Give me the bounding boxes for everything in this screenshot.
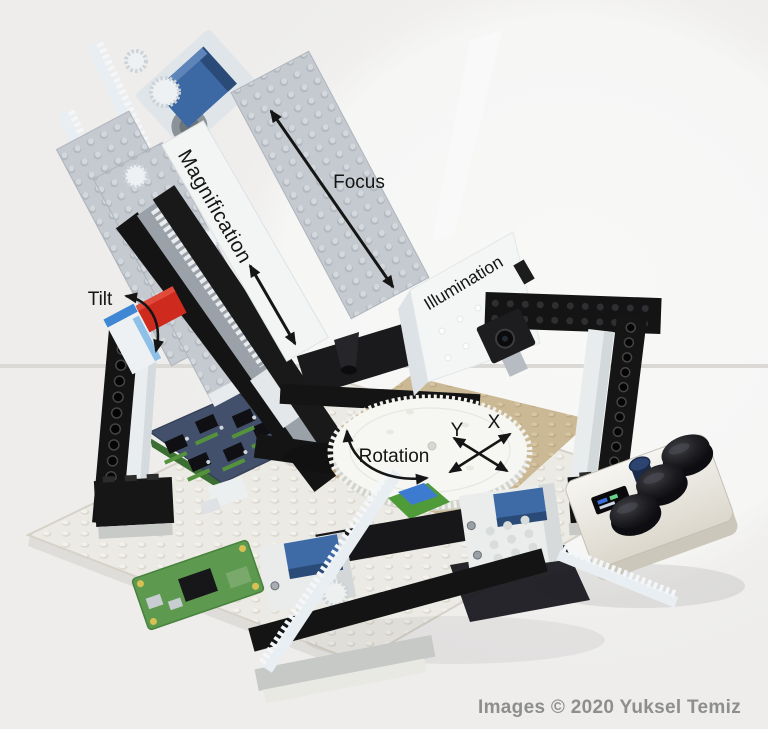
- xy-rotation-stage: [248, 383, 590, 704]
- x-rack-gear: [556, 545, 679, 608]
- illumination-assembly: Illumination: [398, 231, 670, 536]
- stage-rail-left-stub: [253, 433, 347, 471]
- front-gray-plate: [254, 635, 436, 691]
- pi-usb-port: [145, 593, 164, 610]
- panel-clip: [513, 259, 535, 285]
- tilt-label: Tilt: [88, 289, 113, 310]
- pinion-gears: [123, 49, 222, 249]
- pi-hdmi-port: [167, 597, 184, 611]
- sample-chip: [398, 483, 438, 505]
- x-motor-blue: [493, 487, 547, 521]
- y-axis-label: Y: [451, 420, 464, 441]
- credit-text: Images © 2020 Yuksel Temiz: [478, 697, 741, 718]
- xy-arrows-icon: [448, 432, 512, 474]
- focus-label: Focus: [333, 172, 385, 193]
- focus-arrow-icon: [269, 109, 395, 289]
- y-pinion-gear: [321, 579, 350, 608]
- x-axis-label: X: [488, 412, 501, 433]
- driver-board-edge: [150, 438, 224, 492]
- joystick-controller: [556, 434, 738, 608]
- tilt-tower: [92, 312, 175, 539]
- rotation-label: Rotation: [359, 446, 430, 467]
- front-white-plate: [263, 658, 427, 704]
- body-bottom-bumper: [296, 317, 436, 397]
- oled-display: [591, 485, 632, 515]
- tilt-tower-base: [93, 473, 175, 539]
- pi-chip: [178, 568, 218, 602]
- tilt-arrow-icon: [124, 292, 164, 353]
- sample-slide: [388, 483, 450, 519]
- pi-sd-slot: [225, 566, 252, 589]
- y-rack-gear: [258, 467, 403, 673]
- raspberry-pi-board: [131, 539, 265, 631]
- objective-lens: [334, 332, 359, 375]
- annotations: Focus Tilt Rotation Y X: [88, 109, 512, 485]
- magnification-arrow-icon: [248, 264, 297, 346]
- joystick-3: [609, 493, 662, 536]
- stage-rail-mid: [315, 507, 475, 567]
- driver-board-support: [200, 475, 249, 515]
- stage-rail-front: [248, 548, 548, 652]
- x-motor-carriage: [459, 482, 565, 574]
- camera-module: [476, 308, 536, 364]
- background-light-streak: [432, 30, 502, 242]
- rotation-arrow-icon: [342, 429, 429, 485]
